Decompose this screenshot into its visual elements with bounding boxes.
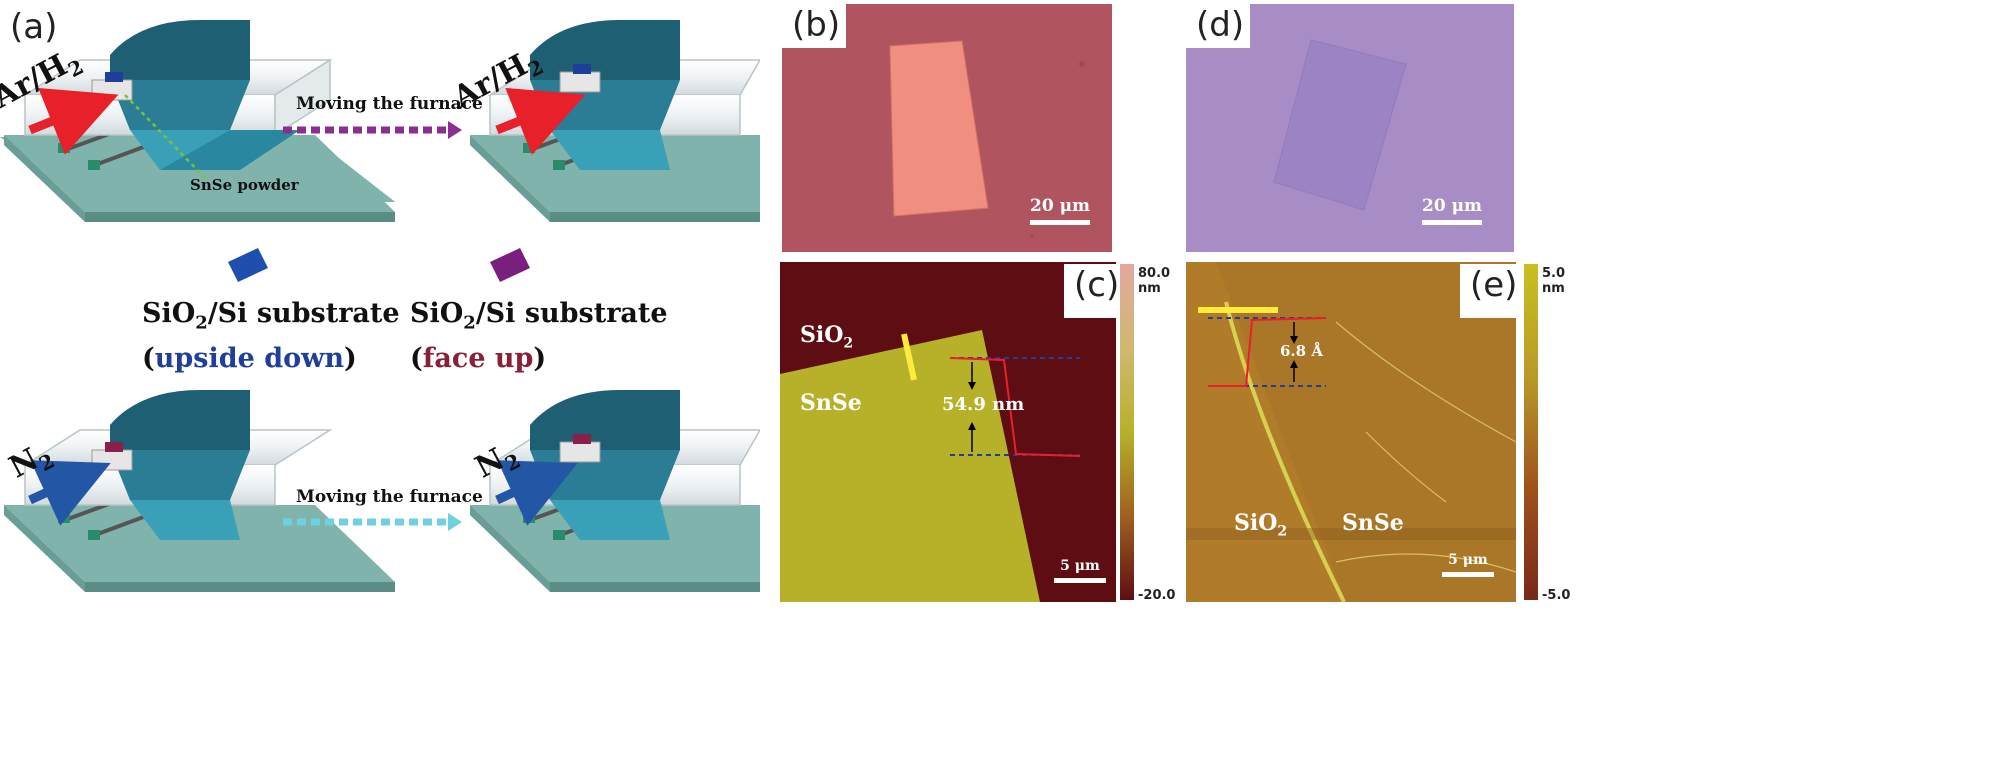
snse-film-c <box>780 330 1040 602</box>
setup-top-right <box>470 20 760 222</box>
substrate-caption-upside-down: SiO2/Si substrate (upside down) <box>142 298 400 375</box>
scale-bar-e: 5 μm <box>1442 552 1494 577</box>
panel-a: (a) <box>0 0 760 768</box>
moving-furnace-label-top: Moving the furnace <box>296 94 483 114</box>
moving-furnace-label-bottom: Moving the furnace <box>296 487 483 507</box>
scale-bar-c: 5 μm <box>1054 558 1106 583</box>
substrate-purple-icon <box>490 248 530 282</box>
afm-e-snse-label: SnSe <box>1342 510 1404 536</box>
colorbar-c-min: -20.0 <box>1138 588 1176 603</box>
setup-top-left <box>0 20 396 222</box>
colorbar-e <box>1524 264 1538 600</box>
afm-c-sio2-label: SiO2 <box>800 322 854 352</box>
panel-label-d: (d) <box>1186 4 1250 48</box>
panel-e-afm: 6.8 Å SiO2 SnSe 5 μm <box>1186 262 1516 602</box>
afm-e-height-label: 6.8 Å <box>1280 342 1323 360</box>
afm-c-snse-label: SnSe <box>800 390 862 416</box>
snse-flake-d <box>1273 39 1407 211</box>
panel-label-a: (a) <box>10 7 58 47</box>
scale-bar-b: 20 μm <box>1030 196 1090 225</box>
setup-bottom-right <box>470 390 760 592</box>
afm-e-sio2-label: SiO2 <box>1234 510 1288 540</box>
panel-label-e: (e) <box>1460 264 1532 318</box>
flake-b-svg <box>889 40 1085 238</box>
substrate-blue-icon <box>228 248 268 282</box>
flake-d-svg <box>1273 39 1407 211</box>
panel-label-b: (b) <box>782 4 846 48</box>
scale-bar-d: 20 μm <box>1422 196 1482 225</box>
afm-c-height-label: 54.9 nm <box>942 394 1025 415</box>
colorbar-c <box>1120 264 1134 600</box>
panel-c-afm: SiO2 SnSe 54.9 nm 5 μm <box>780 262 1116 602</box>
setup-bottom-left <box>4 390 395 592</box>
schematic-svg <box>0 20 760 592</box>
substrate-caption-face-up: SiO2/Si substrate (face up) <box>410 298 668 375</box>
snse-powder-label: SnSe powder <box>190 176 299 194</box>
snse-flake-b <box>889 40 989 217</box>
afm-c-svg <box>780 330 1081 602</box>
colorbar-e-min: -5.0 <box>1542 588 1571 603</box>
afm-e-svg <box>1186 262 1516 602</box>
